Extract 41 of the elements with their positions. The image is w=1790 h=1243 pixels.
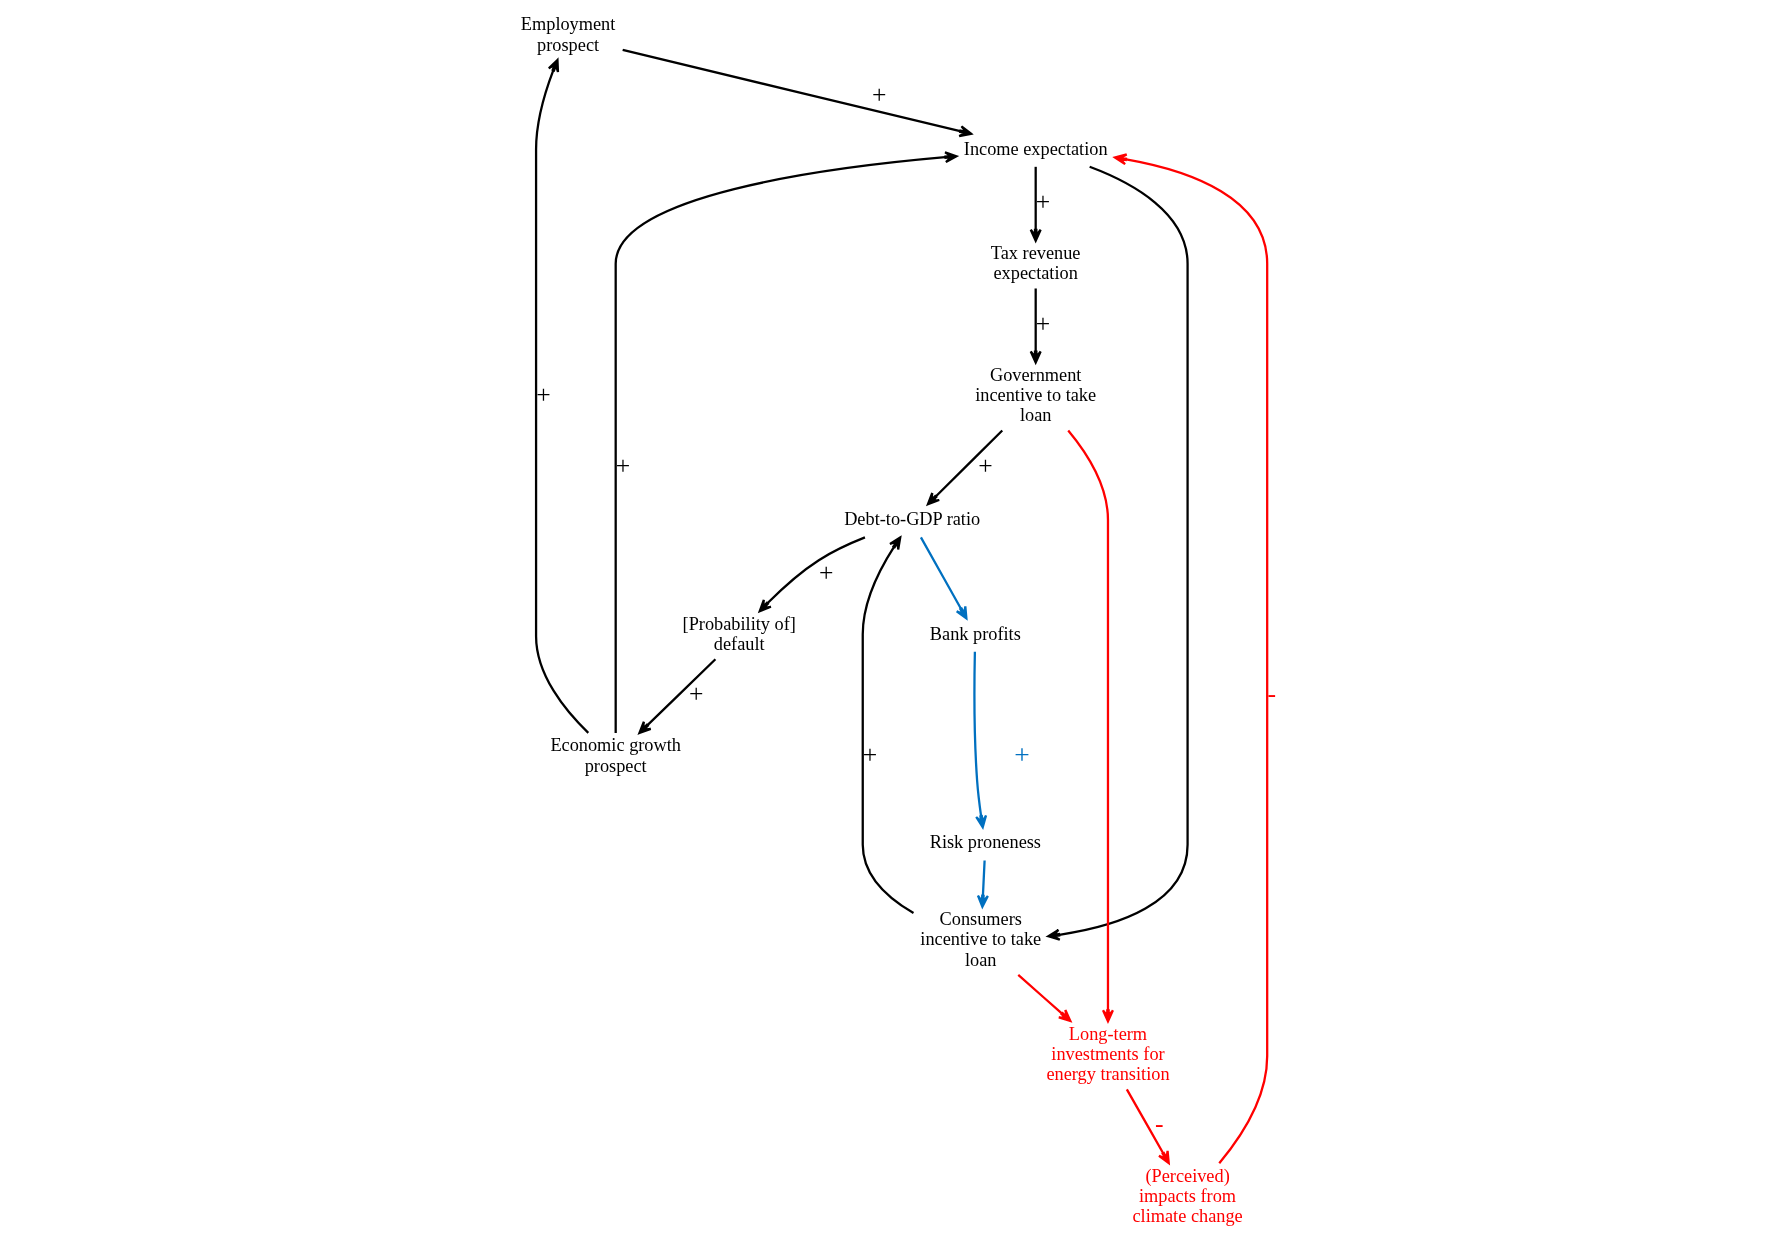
- arrow: [758, 536, 866, 613]
- arrow: [976, 860, 989, 908]
- edge-label: -: [1154, 1109, 1164, 1139]
- node-text: Debt-to-GDP ratio: [844, 509, 981, 530]
- node-text: (Perceived) impacts from climate change: [1132, 1165, 1243, 1226]
- arrow: [926, 429, 1004, 506]
- edge-label: +: [978, 450, 993, 480]
- arrow: [638, 658, 717, 735]
- arrow: [1047, 165, 1189, 941]
- edge-label: -: [1267, 679, 1277, 709]
- node-text: Consumers incentive to take loan: [920, 909, 1042, 970]
- node-text: Bank profits: [929, 623, 1021, 644]
- node-text: Long-term investments for energy transition: [1046, 1023, 1170, 1084]
- node-text: [Probability of] default: [682, 613, 796, 654]
- edge-label: +: [688, 679, 704, 709]
- arrow: [622, 48, 973, 138]
- node-text: Employment prospect: [520, 14, 616, 55]
- node-text: Risk proneness: [929, 832, 1042, 853]
- node-text: Government incentive to take loan: [975, 364, 1097, 426]
- arrow: [1029, 166, 1042, 242]
- edge-label: +: [615, 450, 631, 480]
- arrow: [919, 536, 968, 620]
- node-text: Income expectation: [963, 138, 1108, 159]
- arrow: [1113, 153, 1269, 1164]
- edge-label: +: [1035, 187, 1051, 217]
- arrow: [534, 58, 590, 734]
- label: +: [1014, 739, 1030, 770]
- arrow: [1029, 288, 1042, 364]
- arrow: [1017, 974, 1072, 1023]
- arrow: [1067, 429, 1115, 1023]
- edge-label: +: [536, 379, 551, 409]
- node-text: Economic growth prospect: [550, 735, 681, 776]
- edge-label: +: [818, 557, 834, 587]
- edge-label: +: [1035, 308, 1051, 338]
- edge-label: +: [862, 740, 878, 770]
- arrow: [973, 651, 988, 829]
- arrow: [1125, 1088, 1170, 1165]
- arrow: [614, 151, 958, 734]
- node-text: Tax revenue expectation: [990, 243, 1081, 284]
- edge-label: +: [871, 80, 887, 110]
- arrow: [861, 536, 915, 915]
